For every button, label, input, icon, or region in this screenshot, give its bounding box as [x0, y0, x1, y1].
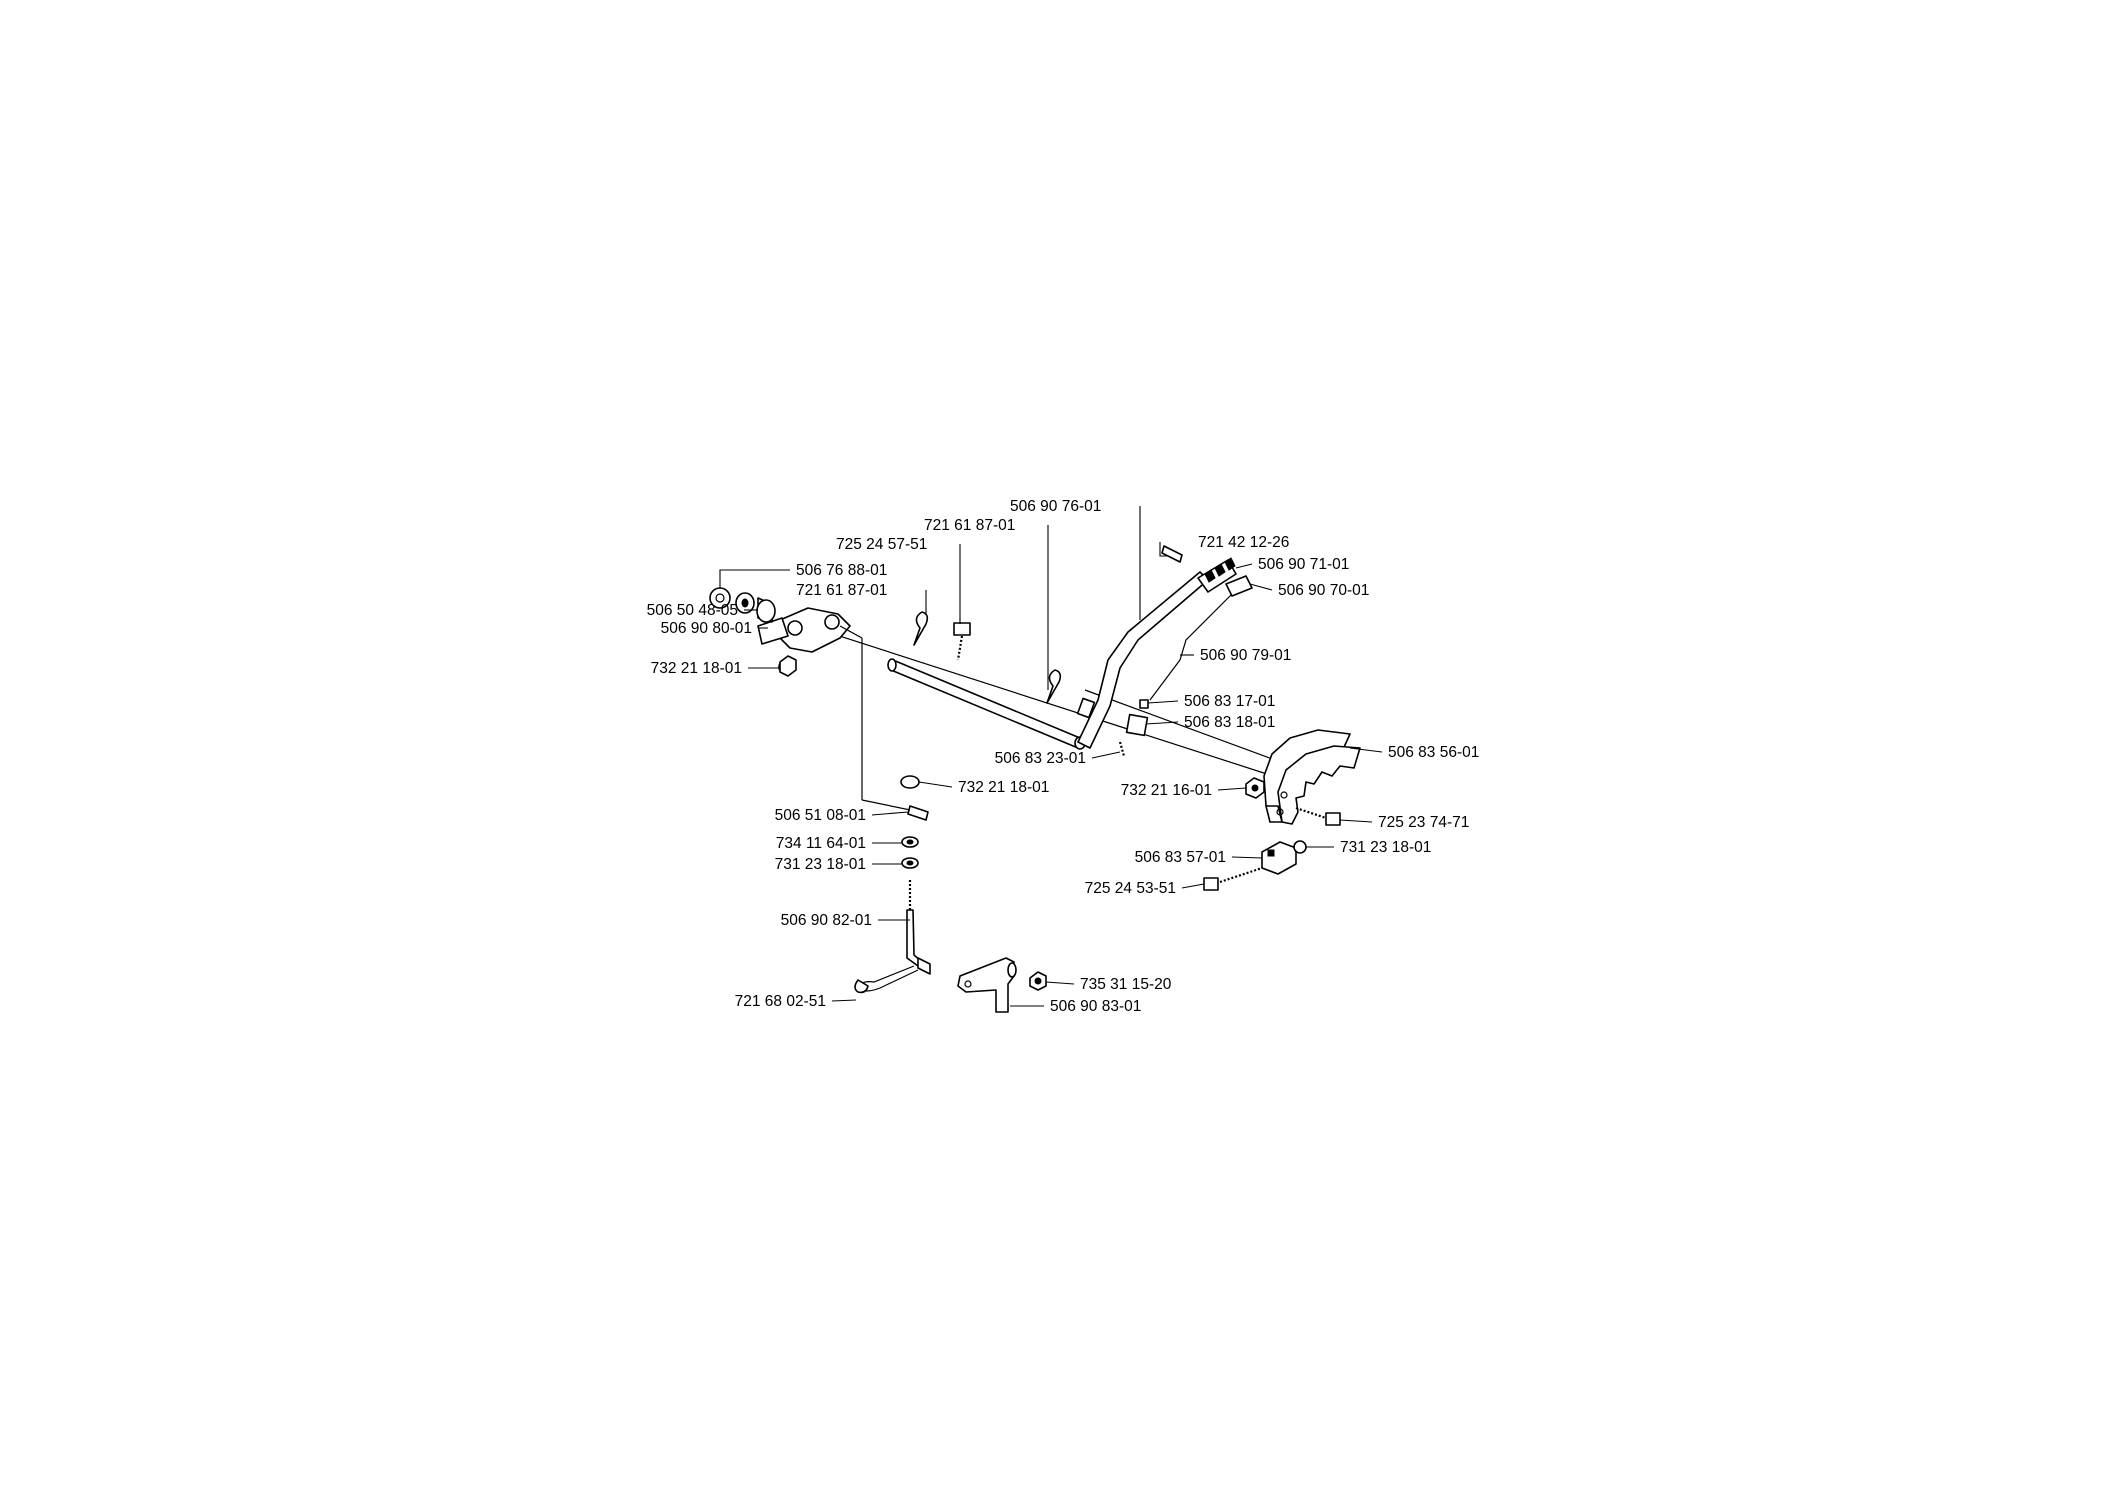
leader-line [1217, 787, 1247, 791]
leader-line [1147, 700, 1179, 704]
part-number-label: 506 90 76-01 [1010, 498, 1101, 515]
nut-arm [1029, 971, 1047, 991]
part-number-label: 732 21 18-01 [651, 660, 742, 677]
part-number-label: 734 11 64-01 [776, 835, 866, 852]
bolt-upper [953, 622, 971, 661]
part-number-label: 735 31 15-20 [1080, 976, 1172, 993]
part-number-label: 732 21 16-01 [1121, 782, 1212, 799]
callout-c06: 506 76 88-01 [719, 562, 887, 588]
latch-parts [1118, 699, 1149, 757]
callout-c22: 731 23 18-01 [775, 856, 902, 873]
callout-layer: 506 90 76-01 721 61 87-01 725 24 57-51 721 … [647, 498, 1480, 1015]
leader-line [1181, 883, 1205, 889]
callout-c28: 721 68 02-51 [735, 993, 857, 1010]
callout-c12: 506 90 79-01 [1180, 647, 1291, 664]
part-number-label: 506 90 80-01 [661, 620, 752, 637]
release-rod [1149, 575, 1253, 701]
leader-line [1159, 542, 1168, 557]
part-number-label: 721 42 12-26 [1198, 534, 1289, 551]
part-number-label: 506 83 23-01 [995, 750, 1086, 767]
part-number-label: 506 90 82-01 [781, 912, 872, 929]
callout-c03: 725 24 57-51 [836, 536, 961, 624]
part-number-label: 721 61 87-01 [924, 517, 1015, 534]
part-number-label: 731 23 18-01 [1340, 839, 1431, 856]
part-number-label: 725 23 74-71 [1378, 814, 1469, 831]
callout-c18: 732 21 16-01 [1121, 782, 1247, 799]
callout-c29: 506 90 83-01 [1010, 998, 1141, 1015]
part-number-label: 506 83 17-01 [1184, 693, 1275, 710]
callout-c01: 506 90 76-01 [1010, 498, 1141, 620]
pivot-bracket [757, 607, 851, 653]
leader-line [1249, 583, 1273, 591]
part-number-label: 506 90 70-01 [1278, 582, 1369, 599]
callout-c04: 721 42 12-26 [1159, 534, 1289, 557]
cotter-pins [913, 611, 1062, 704]
leader-line [1091, 751, 1121, 759]
leader-line [719, 569, 790, 588]
callout-c05: 506 90 71-01 [1235, 556, 1349, 573]
main-rod [887, 658, 1086, 750]
callout-c16: 506 83 56-01 [1349, 744, 1479, 761]
washers [901, 836, 919, 869]
callout-c26: 506 90 82-01 [781, 912, 910, 929]
callout-c02: 721 61 87-01 [924, 517, 1049, 690]
part-number-label: 721 61 87-01 [796, 582, 887, 599]
part-number-label: 506 90 79-01 [1200, 647, 1291, 664]
part-number-label: 506 51 08-01 [775, 807, 866, 824]
part-number-label: 506 83 57-01 [1135, 849, 1226, 866]
toothed-segment [1263, 729, 1361, 825]
callout-c24: 731 23 18-01 [1306, 839, 1431, 856]
part-number-label: 506 50 48-05 [647, 602, 738, 619]
part-number-label: 732 21 18-01 [958, 779, 1049, 796]
part-number-label: 506 83 56-01 [1388, 744, 1479, 761]
callout-c20: 725 23 74-71 [1339, 814, 1469, 831]
callout-c27: 735 31 15-20 [1045, 976, 1172, 993]
leader-line [1349, 747, 1383, 753]
leader-line [831, 999, 857, 1002]
part-number-label: 506 83 18-01 [1184, 714, 1275, 731]
part-number-label: 731 23 18-01 [775, 856, 866, 873]
leader-line [1231, 856, 1263, 859]
bolt-segment [1295, 806, 1341, 826]
guide-lines [789, 619, 1276, 776]
handle-grip [1161, 545, 1237, 593]
callout-c15: 506 83 23-01 [995, 750, 1121, 767]
part-number-label: 725 24 53-51 [1085, 880, 1176, 897]
callout-c17: 732 21 18-01 [918, 779, 1049, 796]
leader-line [1145, 721, 1179, 725]
leader-line [918, 781, 953, 788]
callout-c07: 721 61 87-01 [796, 582, 927, 614]
pin-upper [900, 775, 929, 821]
callout-c10: 506 90 80-01 [661, 620, 768, 637]
part-number-label: 725 24 57-51 [836, 536, 927, 553]
callout-c25: 725 24 53-51 [1085, 880, 1205, 897]
cotter-pin-lower [854, 965, 919, 994]
leader-line [1235, 563, 1253, 569]
callout-c14: 506 83 18-01 [1145, 714, 1275, 731]
part-number-label: 506 90 83-01 [1050, 998, 1141, 1015]
callout-c08: 506 90 70-01 [1249, 582, 1369, 599]
part-number-label: 506 90 71-01 [1258, 556, 1349, 573]
shift-rod [906, 880, 931, 975]
part-number-label: 506 76 88-01 [796, 562, 887, 579]
callout-c13: 506 83 17-01 [1147, 693, 1275, 710]
leader-line [1045, 981, 1075, 985]
callout-c23: 506 83 57-01 [1135, 849, 1263, 866]
leader-line [871, 811, 909, 816]
shift-arm [957, 957, 1017, 1013]
callout-c09: 506 50 48-05 [647, 602, 758, 619]
leader-line [1339, 819, 1373, 823]
callout-c21: 734 11 64-01 [776, 835, 902, 852]
nut-bracket [779, 655, 797, 677]
nut-segment [1245, 777, 1265, 799]
callout-c11: 732 21 18-01 [651, 660, 780, 677]
part-number-label: 721 68 02-51 [735, 993, 826, 1010]
callout-c19: 506 51 08-01 [775, 807, 909, 824]
